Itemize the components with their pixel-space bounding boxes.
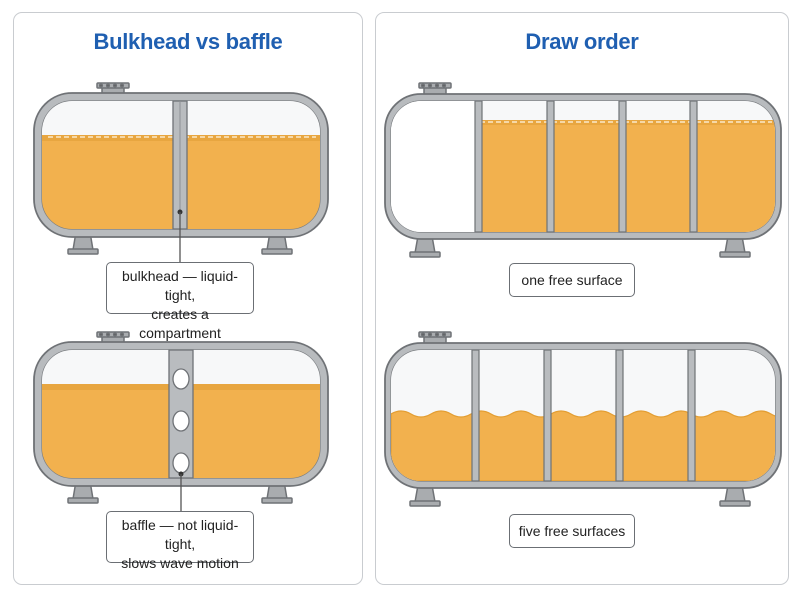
baffle-callout-line1: baffle — not liquid-tight, (121, 517, 239, 552)
draw-order-panel: Draw order (375, 12, 789, 585)
five-free-surfaces-callout: five free surfaces (509, 514, 635, 548)
one-free-surface-label: one free surface (521, 272, 623, 288)
panel-title-draw-order: Draw order (525, 29, 639, 54)
panel-title-bulkhead-vs-baffle: Bulkhead vs baffle (93, 29, 283, 54)
bulkhead-callout: bulkhead — liquid-tight, creates a compa… (106, 262, 254, 341)
baffle-callout: baffle — not liquid-tight, slows wave mo… (106, 511, 254, 571)
five-free-surfaces-label: five free surfaces (518, 523, 626, 539)
bulkhead-callout-line1: bulkhead — liquid-tight, (122, 268, 238, 303)
bulkhead-callout-line2: creates a compartment (139, 306, 221, 341)
baffle-callout-line2: slows wave motion (121, 555, 239, 571)
one-free-surface-callout: one free surface (509, 263, 635, 297)
